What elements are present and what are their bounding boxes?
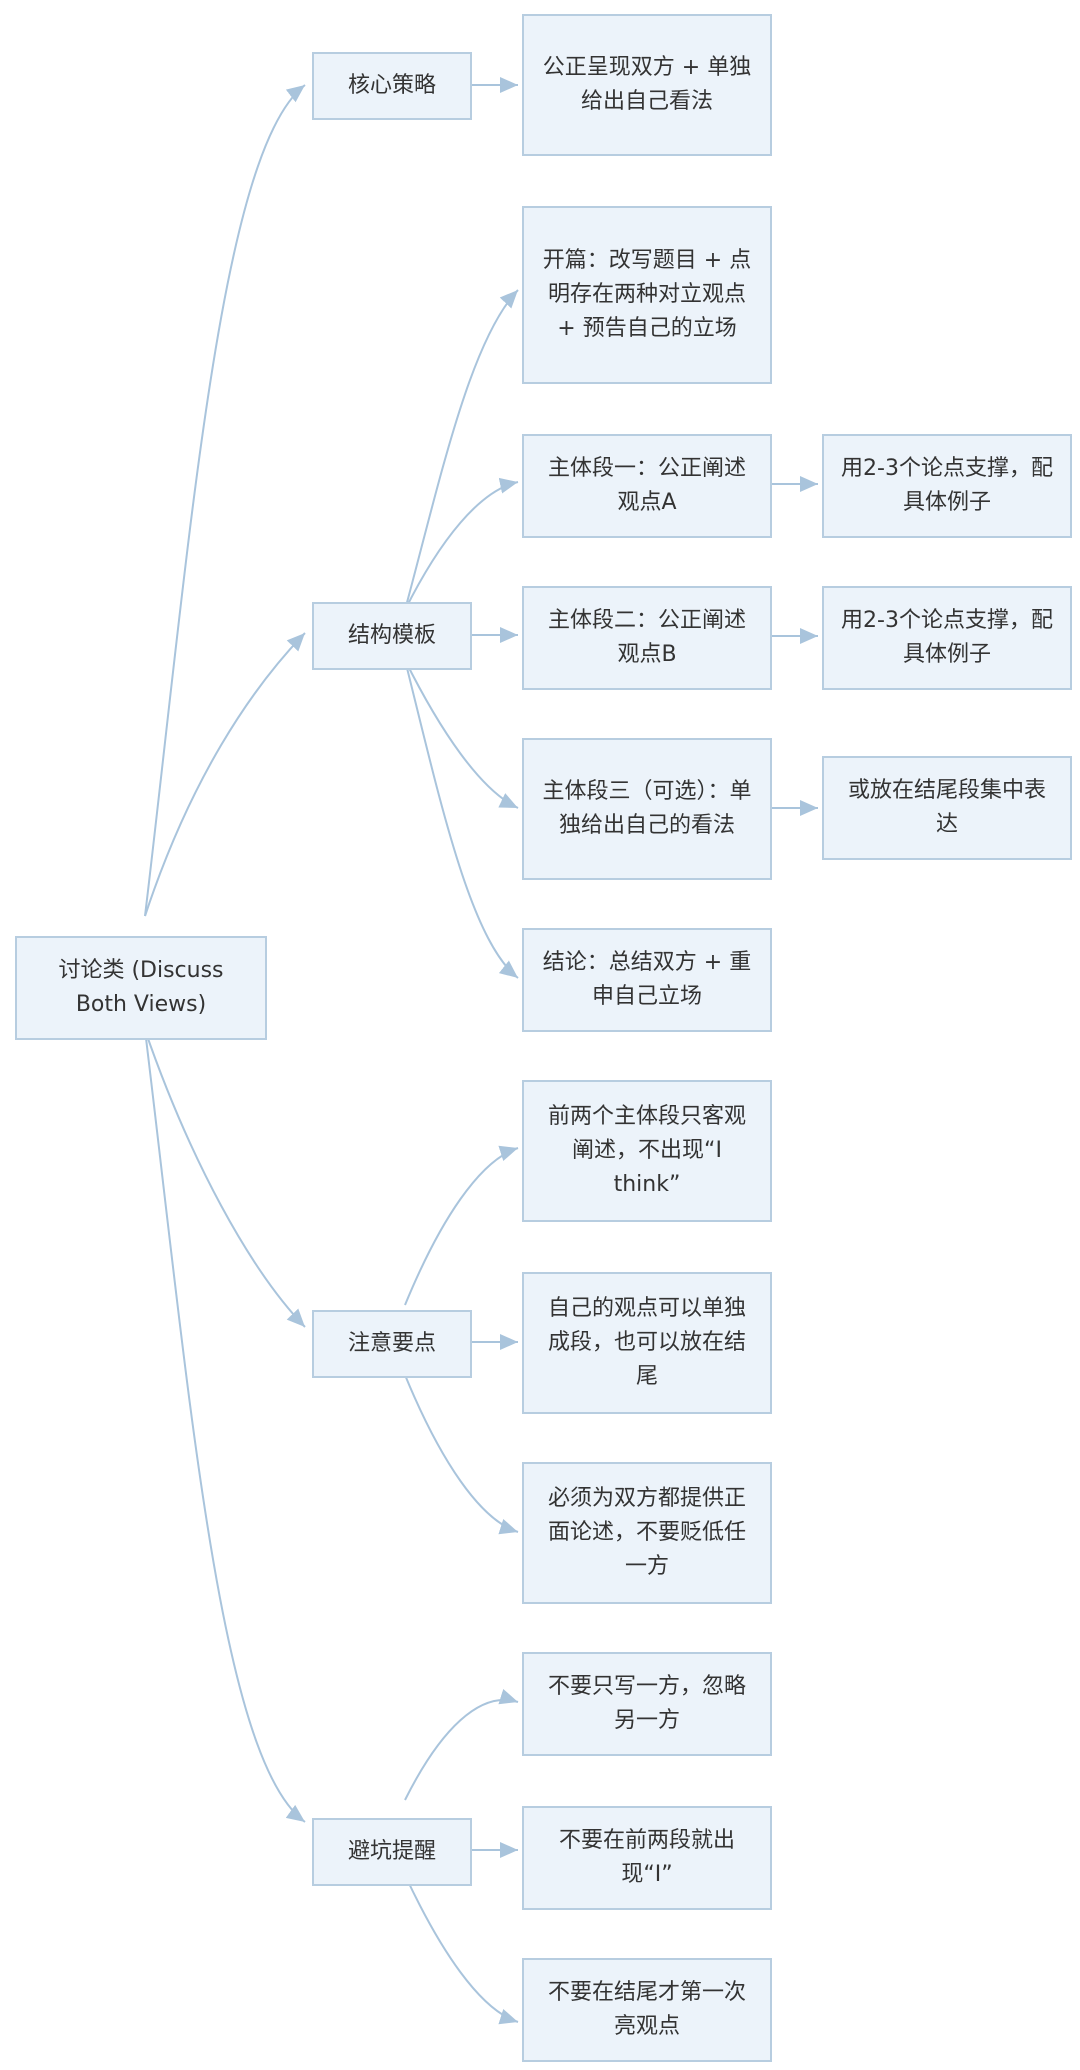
edge-structure-body1 bbox=[404, 477, 519, 611]
branch-label: 避坑提醒 bbox=[347, 1839, 436, 1864]
edge-structure-body3 bbox=[404, 659, 519, 809]
leaf-text: 不要只写一方，忽略另一方 bbox=[547, 1674, 746, 1733]
edge-root-structure bbox=[144, 632, 306, 917]
edge-structure-opening bbox=[404, 289, 519, 611]
leaf-text: 必须为双方都提供正面论述，不要贬低任一方 bbox=[547, 1486, 746, 1579]
leaf-note-3: 必须为双方都提供正面论述，不要贬低任一方 bbox=[522, 1462, 772, 1604]
branch-core-strategy: 核心策略 bbox=[312, 52, 472, 120]
edge-root-pitfalls bbox=[144, 1029, 306, 1823]
leaf-text: 不要在前两段就出现“I” bbox=[558, 1828, 735, 1887]
leaf-body-paragraph-3: 主体段三（可选）：单独给出自己的看法 bbox=[522, 738, 772, 880]
branch-label: 结构模板 bbox=[347, 623, 436, 648]
leaf-text: 主体段一：公正阐述观点A bbox=[547, 456, 746, 515]
leaf-text: 不要在结尾才第一次亮观点 bbox=[547, 1980, 746, 2039]
detail-body-paragraph-1: 用2-3个论点支撑，配具体例子 bbox=[822, 434, 1072, 538]
leaf-core-strategy: 公正呈现双方 + 单独给出自己看法 bbox=[522, 14, 772, 156]
branch-key-notes: 注意要点 bbox=[312, 1310, 472, 1378]
edge-pitfalls-1 bbox=[404, 1688, 519, 1801]
leaf-text: 前两个主体段只客观阐述，不出现“I think” bbox=[547, 1104, 746, 1197]
edge-notes-1 bbox=[404, 1145, 519, 1306]
leaf-note-1: 前两个主体段只客观阐述，不出现“I think” bbox=[522, 1080, 772, 1222]
branch-structure-template: 结构模板 bbox=[312, 602, 472, 670]
edge-pitfalls-3 bbox=[404, 1874, 519, 2025]
leaf-body-paragraph-2: 主体段二：公正阐述观点B bbox=[522, 586, 772, 690]
branch-label: 注意要点 bbox=[347, 1331, 436, 1356]
leaf-text: 主体段二：公正阐述观点B bbox=[547, 608, 746, 667]
leaf-text: 或放在结尾段集中表达 bbox=[847, 778, 1046, 837]
leaf-body-paragraph-1: 主体段一：公正阐述观点A bbox=[522, 434, 772, 538]
detail-body-paragraph-3: 或放在结尾段集中表达 bbox=[822, 756, 1072, 860]
leaf-text: 公正呈现双方 + 单独给出自己看法 bbox=[542, 55, 752, 114]
leaf-pitfall-1: 不要只写一方，忽略另一方 bbox=[522, 1652, 772, 1756]
leaf-text: 开篇：改写题目 + 点明存在两种对立观点 + 预告自己的立场 bbox=[542, 248, 752, 341]
leaf-text: 用2-3个论点支撑，配具体例子 bbox=[841, 608, 1053, 667]
edge-notes-3 bbox=[404, 1374, 519, 1535]
root-label: 讨论类 (Discuss Both Views) bbox=[58, 958, 224, 1017]
leaf-text: 主体段三（可选）：单独给出自己的看法 bbox=[542, 779, 752, 838]
detail-body-paragraph-2: 用2-3个论点支撑，配具体例子 bbox=[822, 586, 1072, 690]
leaf-note-2: 自己的观点可以单独成段，也可以放在结尾 bbox=[522, 1272, 772, 1414]
edge-structure-conclusion bbox=[404, 659, 519, 979]
leaf-opening: 开篇：改写题目 + 点明存在两种对立观点 + 预告自己的立场 bbox=[522, 206, 772, 384]
branch-pitfall-reminders: 避坑提醒 bbox=[312, 1818, 472, 1886]
edge-root-notes bbox=[144, 1029, 306, 1328]
leaf-pitfall-3: 不要在结尾才第一次亮观点 bbox=[522, 1958, 772, 2062]
root-node: 讨论类 (Discuss Both Views) bbox=[15, 936, 267, 1040]
branch-label: 核心策略 bbox=[347, 73, 436, 98]
leaf-text: 结论：总结双方 + 重申自己立场 bbox=[542, 950, 752, 1009]
edge-root-core bbox=[144, 84, 306, 917]
leaf-text: 自己的观点可以单独成段，也可以放在结尾 bbox=[547, 1296, 746, 1389]
leaf-text: 用2-3个论点支撑，配具体例子 bbox=[841, 456, 1053, 515]
leaf-conclusion: 结论：总结双方 + 重申自己立场 bbox=[522, 928, 772, 1032]
leaf-pitfall-2: 不要在前两段就出现“I” bbox=[522, 1806, 772, 1910]
